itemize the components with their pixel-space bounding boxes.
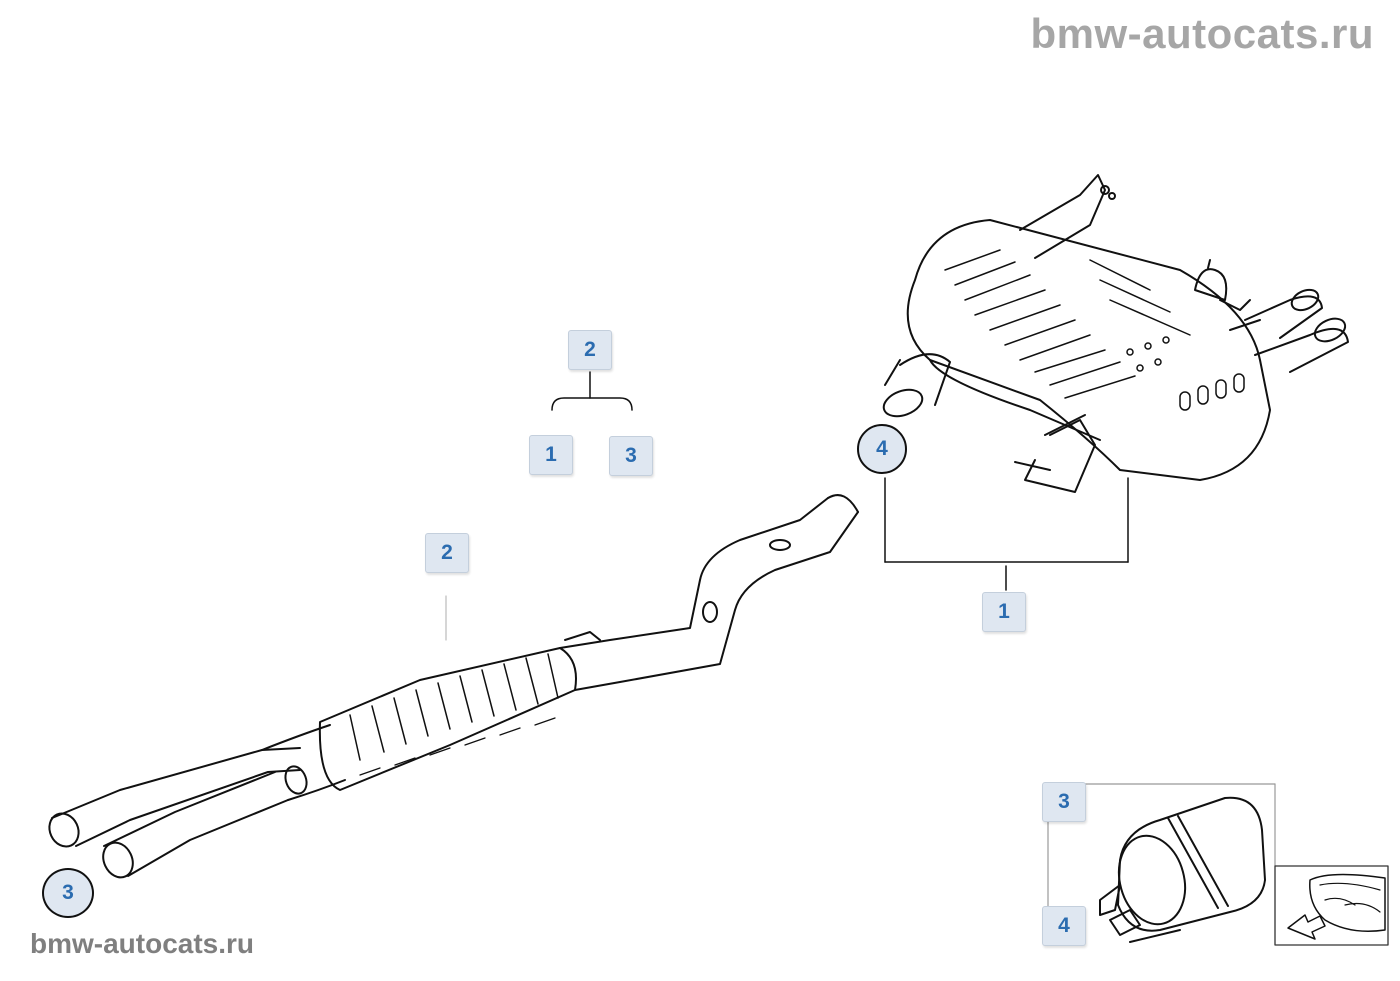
callout-inset-top[interactable]: 3 [1042, 782, 1086, 822]
car-locator-icon [1274, 865, 1389, 946]
callout-front-pipe[interactable]: 2 [425, 533, 469, 573]
group-bracket [551, 371, 633, 411]
callout-front-end[interactable]: 3 [42, 868, 94, 918]
callout-rear-muffler[interactable]: 1 [982, 592, 1026, 632]
front-pipe-icon [48, 494, 859, 879]
callout-group-parent[interactable]: 2 [568, 330, 612, 370]
tailpipe-trim-icon [1099, 796, 1266, 943]
watermark-top: bmw-autocats.ru [1030, 10, 1374, 57]
callout-rear-ref[interactable]: 4 [857, 424, 907, 474]
callout-group-left[interactable]: 1 [529, 435, 573, 475]
callout-inset-bottom[interactable]: 4 [1042, 906, 1086, 946]
rear-muffler-icon [882, 174, 1349, 493]
watermark-bottom: bmw-autocats.ru [30, 928, 255, 959]
rear-bracket [884, 477, 1129, 591]
callout-group-right[interactable]: 3 [609, 436, 653, 476]
